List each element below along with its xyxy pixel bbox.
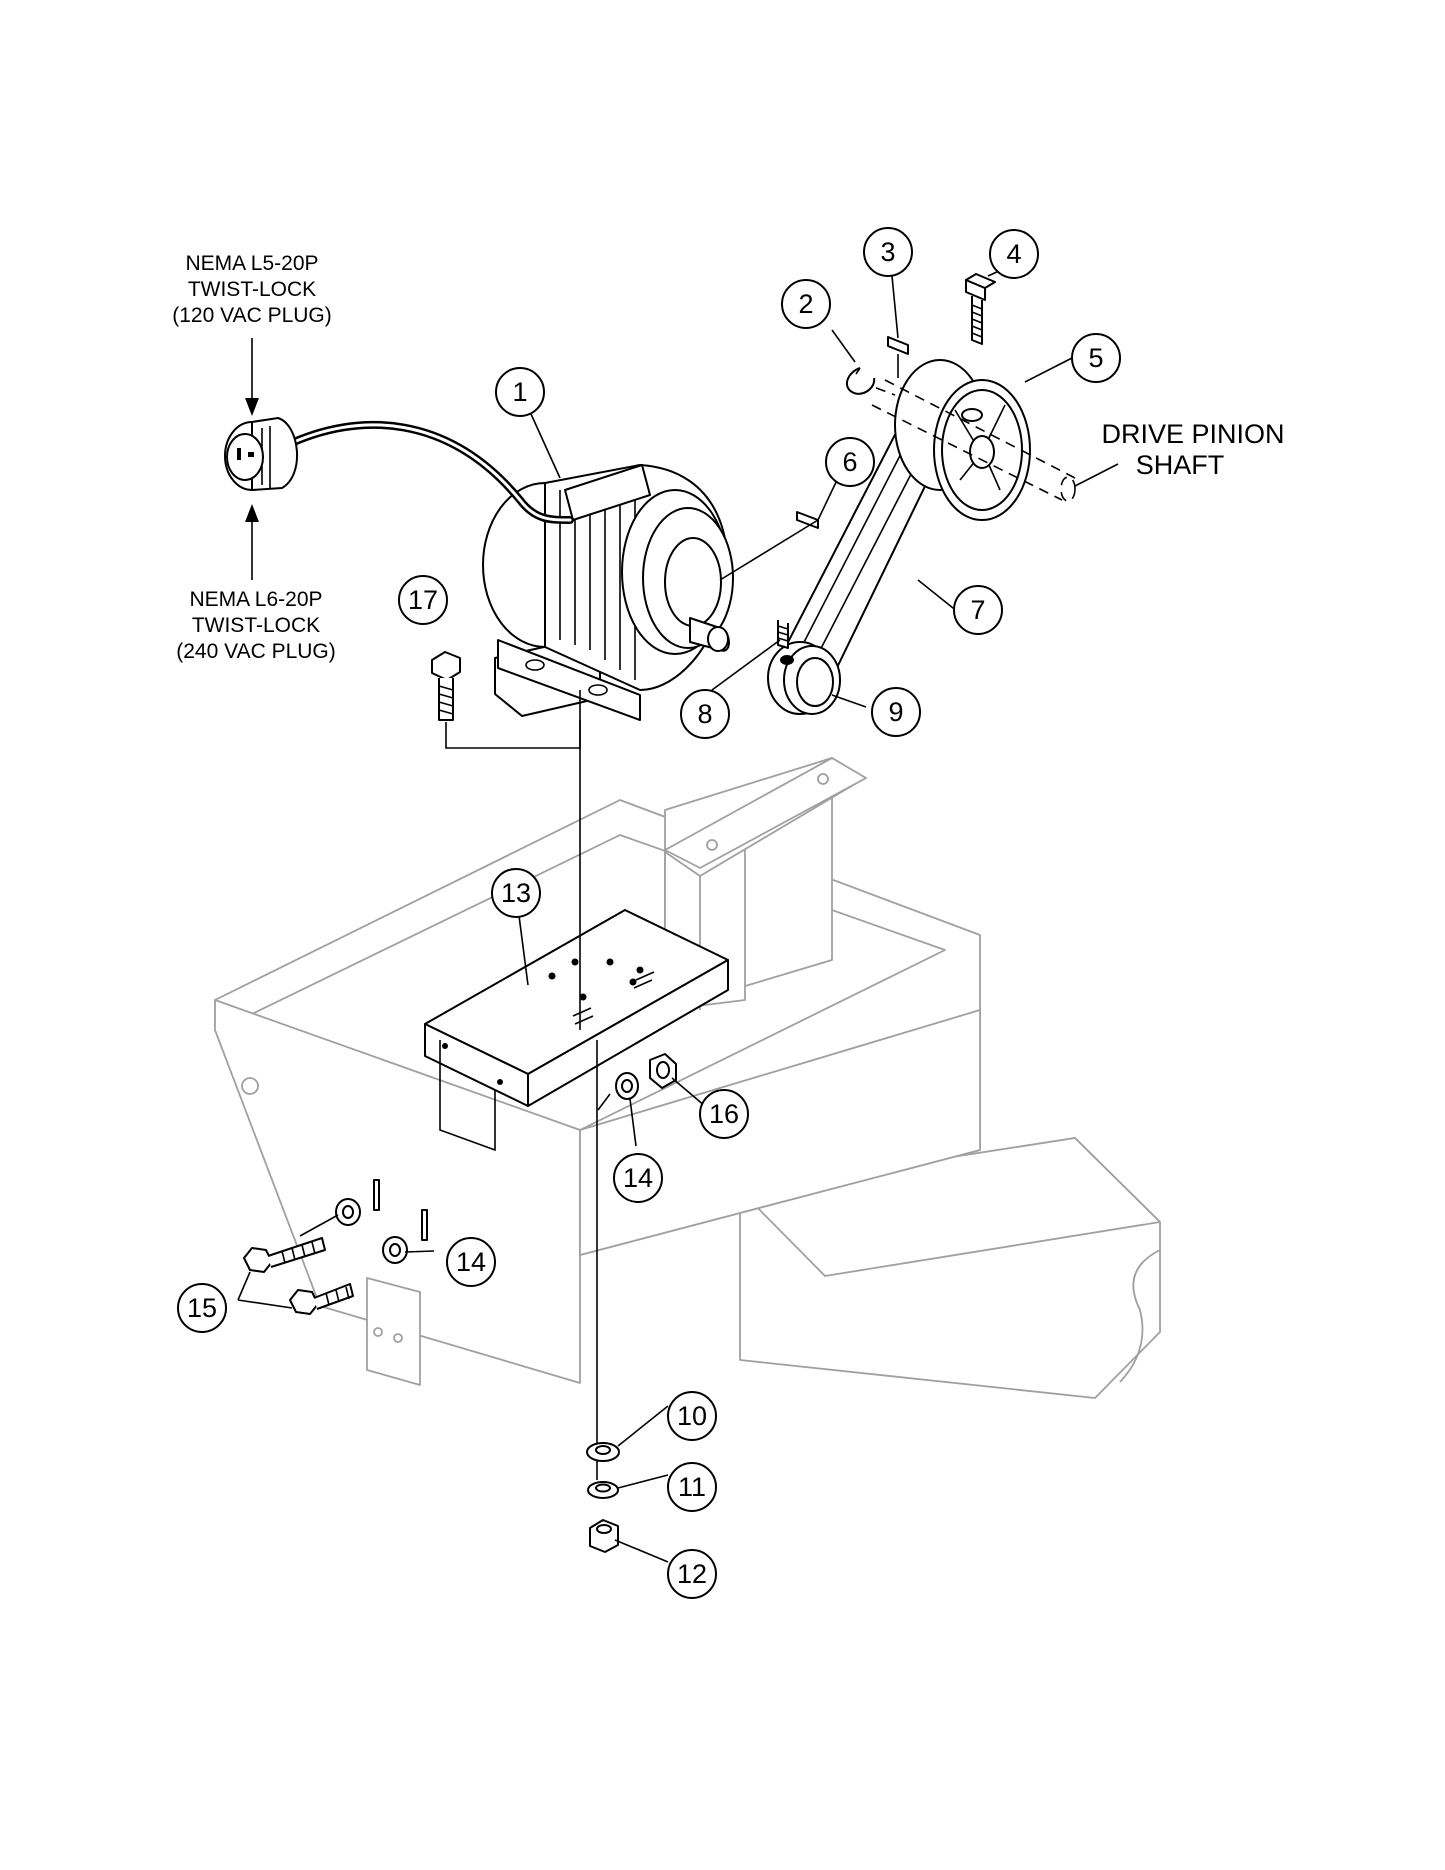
shaft-key-top bbox=[887, 336, 909, 378]
hex-nut-bottom bbox=[589, 1519, 619, 1553]
retaining-ring bbox=[845, 367, 876, 395]
callout-17-text: 17 bbox=[408, 585, 438, 615]
front-keys bbox=[373, 1179, 428, 1241]
shaft-label-line2: SHAFT bbox=[1136, 450, 1225, 480]
callout-9-text: 9 bbox=[888, 697, 903, 727]
plug-label-bottom: NEMA L6-20P TWIST-LOCK (240 VAC PLUG) bbox=[176, 588, 336, 663]
callout-4-text: 4 bbox=[1006, 239, 1021, 269]
plug-bottom-line2: TWIST-LOCK bbox=[192, 614, 320, 637]
front-bolt-lower bbox=[289, 1283, 354, 1315]
plug-top-line3: (120 VAC PLUG) bbox=[172, 304, 332, 327]
callout-12: 12 bbox=[667, 1549, 717, 1599]
power-cord bbox=[281, 420, 574, 524]
callout-6-text: 6 bbox=[842, 447, 857, 477]
callout-5-text: 5 bbox=[1088, 343, 1103, 373]
callout-14-side: 14 bbox=[613, 1153, 663, 1203]
mount-plate bbox=[424, 909, 729, 1152]
machine-frame bbox=[214, 757, 1161, 1399]
side-washer bbox=[615, 1072, 639, 1100]
callout-3: 3 bbox=[863, 227, 913, 277]
callout-7: 7 bbox=[953, 585, 1003, 635]
plug-bottom-line1: NEMA L6-20P bbox=[189, 588, 322, 611]
callout-4: 4 bbox=[989, 229, 1039, 279]
shaft-label: DRIVE PINION SHAFT bbox=[1101, 419, 1284, 480]
callout-10-text: 10 bbox=[677, 1401, 707, 1431]
callout-16: 16 bbox=[699, 1089, 749, 1139]
flat-washer-bottom bbox=[586, 1442, 620, 1462]
plug-top-line2: TWIST-LOCK bbox=[188, 278, 316, 301]
callout-6: 6 bbox=[825, 437, 875, 487]
callout-14-side-text: 14 bbox=[623, 1163, 653, 1193]
callout-13: 13 bbox=[491, 868, 541, 918]
callout-7-text: 7 bbox=[970, 595, 985, 625]
front-bolt-upper bbox=[243, 1237, 326, 1273]
shaft-label-line1: DRIVE PINION bbox=[1101, 419, 1284, 449]
callout-1: 1 bbox=[495, 367, 545, 417]
lock-washer-bottom bbox=[587, 1481, 619, 1499]
set-screw-small-pulley bbox=[777, 620, 789, 649]
leader-lines bbox=[237, 265, 1119, 1563]
callout-11: 11 bbox=[667, 1462, 717, 1512]
callout-5: 5 bbox=[1071, 333, 1121, 383]
front-washer-upper bbox=[335, 1198, 361, 1226]
callout-13-text: 13 bbox=[501, 878, 531, 908]
callout-8-text: 8 bbox=[697, 699, 712, 729]
callout-14-front: 14 bbox=[446, 1237, 496, 1287]
callout-15-text: 15 bbox=[187, 1293, 217, 1323]
plug-bottom-line3: (240 VAC PLUG) bbox=[176, 640, 336, 663]
callout-10: 10 bbox=[667, 1391, 717, 1441]
callout-17: 17 bbox=[398, 575, 448, 625]
callout-11-text: 11 bbox=[678, 1472, 706, 1502]
electric-motor bbox=[482, 464, 734, 721]
small-pulley bbox=[767, 641, 841, 715]
callout-15: 15 bbox=[177, 1283, 227, 1333]
motor-bolt bbox=[431, 651, 581, 749]
plug-top-line1: NEMA L5-20P bbox=[185, 252, 318, 275]
plug-label-top: NEMA L5-20P TWIST-LOCK (120 VAC PLUG) bbox=[172, 252, 332, 327]
callout-12-text: 12 bbox=[677, 1559, 707, 1589]
callout-2-text: 2 bbox=[798, 289, 813, 319]
twist-lock-plug bbox=[224, 417, 298, 491]
callout-2: 2 bbox=[781, 279, 831, 329]
callout-9: 9 bbox=[871, 687, 921, 737]
front-washer-lower bbox=[382, 1236, 408, 1264]
plug-arrows bbox=[245, 338, 259, 580]
callout-3-text: 3 bbox=[880, 237, 895, 267]
callout-14-front-text: 14 bbox=[456, 1247, 486, 1277]
callout-16-text: 16 bbox=[709, 1099, 739, 1129]
set-screw-pulley bbox=[965, 273, 996, 345]
callout-8: 8 bbox=[680, 689, 730, 739]
side-nut bbox=[649, 1053, 677, 1089]
callout-1-text: 1 bbox=[512, 377, 527, 407]
